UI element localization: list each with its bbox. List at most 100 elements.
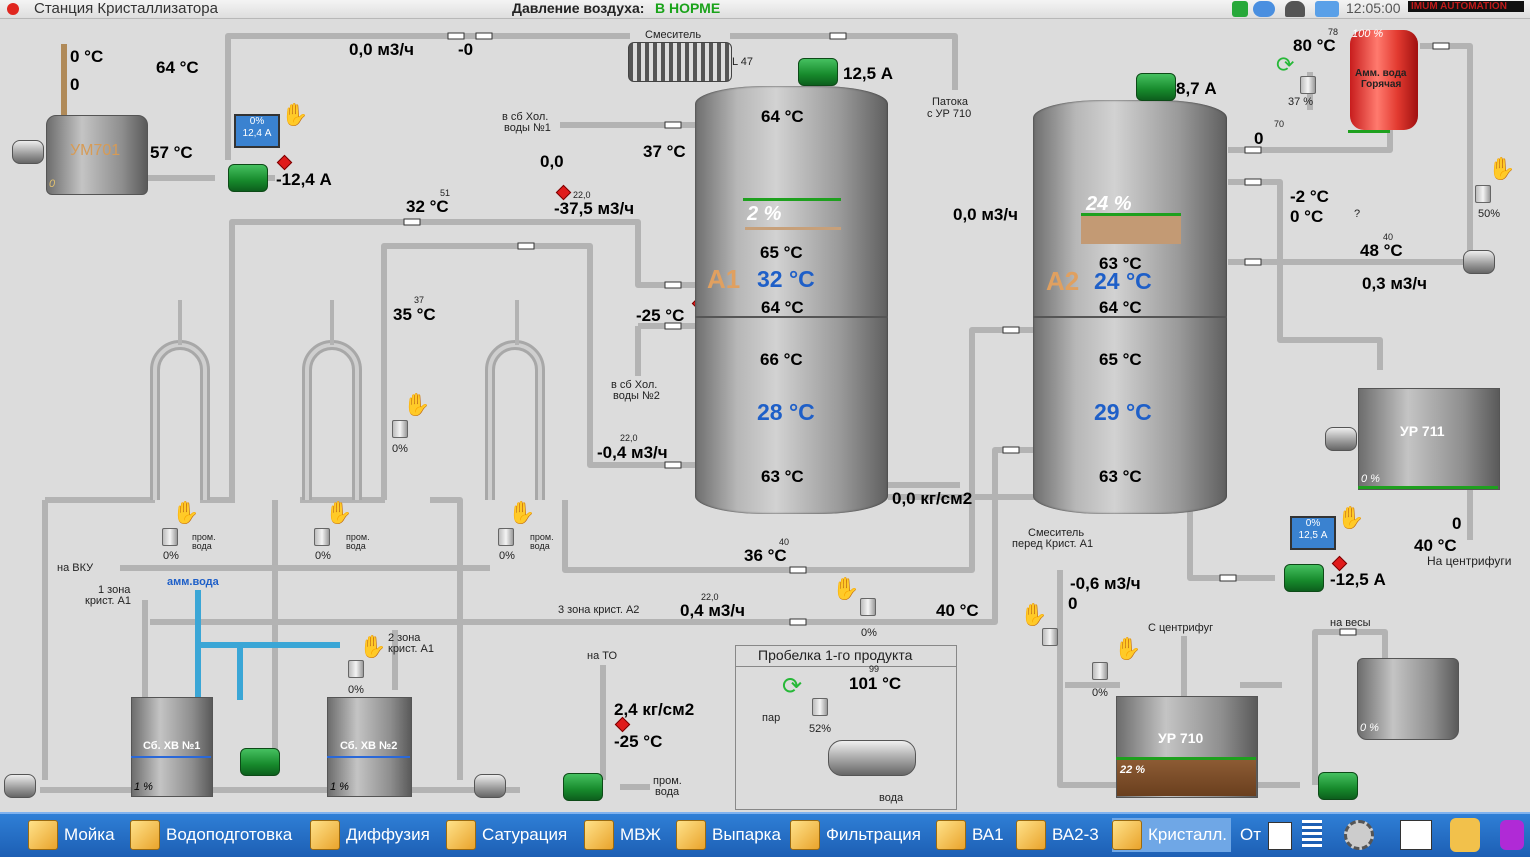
saturation-icon [446,820,476,850]
title-bar: Станция Кристаллизатора Давление воздуха… [0,0,1530,19]
document-icon[interactable] [1268,822,1292,850]
right-motor[interactable] [1463,250,1495,274]
pump-a2-bottom[interactable] [1284,564,1324,592]
manual-mode-icon[interactable]: ✋ [508,500,536,525]
sb-hv2-percent: 1 % [330,781,349,793]
zone2-valve[interactable] [348,660,364,678]
chat-icon[interactable] [1253,1,1275,17]
nav-washing[interactable]: Мойка [28,818,115,852]
nav-crystallizer[interactable]: Кристалл. [1112,818,1231,852]
a2-level: 24 % [1086,193,1132,215]
flow-sub-22a: 22,0 [573,190,591,200]
nav-label: Кристалл. [1148,825,1227,844]
pump-a1-motor[interactable] [798,58,838,86]
manual-mode-icon[interactable]: ✋ [1488,156,1516,181]
a2-name: A2 [1046,266,1080,296]
nav-filtration[interactable]: Фильтрация [790,818,921,852]
temp-48-sub: 40 [1383,232,1394,242]
pump-a2-current: 8,7 А [1176,79,1217,98]
nav-label: ВА2-3 [1052,825,1099,844]
nav-mvzh[interactable]: МВЖ [584,818,661,852]
ur711-motor[interactable] [1325,427,1357,451]
pump-um-monitor[interactable]: 0% 12,4 А [234,114,280,148]
nav-saturation[interactable]: Сатурация [446,818,567,852]
nav-diffusion[interactable]: Диффузия [310,818,430,852]
ammonia-valve[interactable] [1300,76,1316,94]
manual-mode-icon[interactable]: ✋ [403,392,431,417]
user-icon[interactable] [1285,1,1305,17]
tank-a1[interactable] [695,86,888,514]
nav-reports[interactable]: От [1240,818,1261,852]
list-icon[interactable] [1302,820,1322,848]
refresh-icon[interactable]: ⟳ [1276,52,1295,77]
motor-mid[interactable] [474,774,506,798]
pump-um701[interactable] [228,164,268,192]
manual-mode-icon[interactable]: ✋ [1114,636,1142,661]
heater-cylinder[interactable] [828,740,916,776]
nav-va1[interactable]: ВА1 [936,818,1004,852]
mixer-label: Смеситель [645,29,702,41]
operator-icon[interactable] [1450,818,1480,852]
nav-evaporation[interactable]: Выпарка [676,818,781,852]
tank-um701[interactable] [46,115,148,195]
sb-hv1-level [131,756,211,758]
nav-va2-3[interactable]: ВА2-3 [1016,818,1099,852]
um701-motor[interactable] [12,140,44,164]
steam-valve[interactable] [812,698,828,716]
ur710-valve[interactable] [1092,662,1108,680]
refresh-icon[interactable]: ⟳ [782,673,803,700]
washing-title: Пробелка 1-го продукта [758,647,913,663]
a1-main-temp: 32 °C [757,266,815,292]
ammonia-temp-sub: 78 [1328,27,1339,37]
pump-sb[interactable] [240,748,280,776]
mixer-unit[interactable] [628,42,732,82]
manual-mode-icon[interactable]: ✋ [832,576,860,601]
manual-mode-icon[interactable]: ✋ [281,102,309,127]
tank-scales[interactable] [1357,658,1459,740]
exchanger3-valve[interactable] [498,528,514,546]
washing-panel[interactable] [735,645,957,810]
ammonia-hot-tank[interactable] [1350,30,1418,130]
pump-ur710[interactable] [1318,772,1358,800]
settings-icon[interactable] [1344,820,1374,850]
exchanger2-valve[interactable] [314,528,330,546]
ammonia-temp: 80 °C [1293,36,1336,55]
trend-chart-icon[interactable] [1400,820,1432,850]
temp-48: 48 °C [1360,241,1403,260]
zone3-valve[interactable] [860,598,876,616]
manual-mode-icon[interactable]: ✋ [1337,505,1365,530]
send-icon[interactable] [1315,1,1339,17]
manual-mode-icon[interactable]: ✋ [172,500,200,525]
nav-label: Фильтрация [826,825,922,844]
hand-pointer-icon[interactable] [1500,820,1524,850]
exchanger1-valve[interactable] [162,528,178,546]
pressure-a1: 0,0 кг/см2 [892,489,973,508]
pump-to[interactable] [563,773,603,801]
nav-water-prep[interactable]: Водоподготовка [130,818,292,852]
pump-a1-current: 12,5 А [843,64,894,83]
steam-label: пар [762,712,781,724]
temp-40-mid: 40 °C [936,601,979,620]
motor-left[interactable] [4,774,36,798]
exchanger1-valve-percent: 0% [163,550,179,562]
pump-a2b-monitor[interactable]: 0% 12,5 А [1290,516,1336,550]
molasses-source: с УР 710 [927,108,972,120]
valve[interactable] [392,420,408,438]
monitor-current: 12,5 А [1298,530,1328,541]
mixer-before-valve[interactable] [1042,628,1058,646]
manual-mode-icon[interactable]: ✋ [359,634,387,659]
a2-main-temp: 24 °C [1094,268,1152,294]
a2-flow-left: 0,0 м3/ч [953,205,1018,224]
add-icon[interactable] [1232,1,1248,17]
a1-level-bar [743,198,841,201]
valve-50[interactable] [1475,185,1491,203]
right-zero: 0 [1254,129,1264,148]
tank-sb-hv1[interactable] [131,697,213,797]
pump-a2-motor[interactable] [1136,73,1176,101]
manual-mode-icon[interactable]: ✋ [325,500,353,525]
tank-sb-hv2[interactable] [327,697,412,797]
um701-temp: 57 °C [150,143,193,162]
manual-mode-icon[interactable]: ✋ [1020,602,1048,627]
tank-a2[interactable] [1033,100,1227,514]
tank-ur711[interactable] [1358,388,1500,490]
